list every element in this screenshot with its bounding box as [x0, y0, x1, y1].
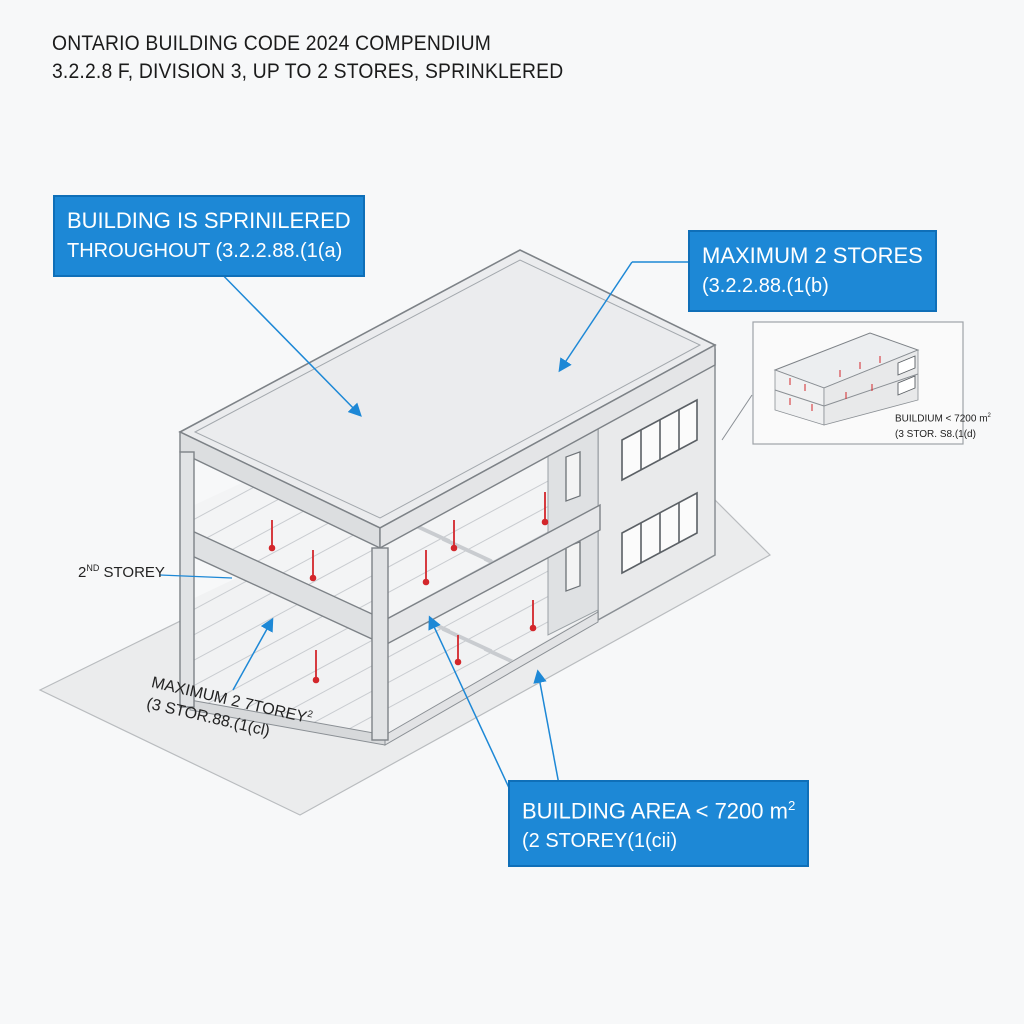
- sprinkler-head: [309, 574, 317, 582]
- columns: [179, 451, 389, 741]
- floor-grid-line: [190, 425, 199, 511]
- second-storey-label: 2ND STOREY: [78, 563, 165, 581]
- callout-building-area-line1: BUILDING AREA < 7200 m2: [522, 790, 795, 826]
- second-storey-sup: ND: [86, 563, 100, 573]
- inset-label-line1: BUILDIUM < 7200 m2: [895, 408, 991, 427]
- second-storey-leader: [159, 574, 233, 579]
- sprinkler-head: [541, 518, 549, 526]
- floor-grid-line: [0, 370, 156, 490]
- floor-grid-line: [190, 429, 600, 640]
- floor-grid-line: [0, 280, 156, 400]
- sprinkler-head: [422, 578, 430, 586]
- sprinkler-heads: [268, 492, 549, 684]
- floor-grid-line: [525, 669, 598, 735]
- callout-building-area: BUILDING AREA < 7200 m2 (2 STOREY(1(cii): [508, 780, 810, 868]
- floor-grid-line: [694, 660, 954, 780]
- page-title: ONTARIO BUILDING CODE 2024 COMPENDIUM: [52, 32, 492, 55]
- callout-building-area-text: BUILDING AREA < 7200 m: [522, 798, 788, 824]
- callout-max-stores: MAXIMUM 2 STORES (3.2.2.88.(1(b): [688, 230, 937, 312]
- inset-label: BUILDIUM < 7200 m2 (3 STOR. S8.(1(d): [895, 408, 991, 443]
- sprinkler-head: [529, 624, 537, 632]
- floor-grid-line: [652, 640, 912, 760]
- callout-sprinklered-line2: THROUGHOUT (3.2.2.88.(1(a): [67, 240, 343, 262]
- callout-building-area-sup: 2: [787, 798, 796, 813]
- inset-label-line1-sup: 2: [987, 413, 991, 419]
- sprinkler-head: [450, 544, 458, 552]
- lower-door: [565, 541, 581, 592]
- callout-sprinklered-line1: BUILDING IS SPRINILERED: [67, 208, 351, 233]
- floor-grid-line: [778, 700, 1024, 820]
- floor-grid-line: [0, 350, 114, 470]
- upper-door: [565, 451, 581, 502]
- callout-max-stores-line1: MAXIMUM 2 STORES: [702, 243, 923, 268]
- floor-grid-line: [190, 335, 199, 421]
- floor-grid-line: [610, 620, 870, 740]
- inset-label-line2: (3 STOR. S8.(1(d): [895, 429, 976, 441]
- second-storey-text: STOREY: [99, 564, 165, 581]
- floor-grid-line: [205, 525, 598, 735]
- floor-grid-line: [0, 260, 114, 380]
- sprinkler-head: [454, 658, 462, 666]
- page-subtitle: 3.2.2.8 F, DIVISION 3, UP TO 2 STORES, S…: [52, 60, 564, 83]
- sprinkler-head: [268, 544, 276, 552]
- second-storey-prefix: 2: [78, 564, 87, 581]
- sprinkler-head: [312, 676, 320, 684]
- callout-building-area-line2: (2 STOREY(1(cii): [522, 830, 678, 853]
- leader-lines: [209, 261, 688, 791]
- inset-label-line1-text: BUILDIUM < 7200 m: [895, 413, 988, 425]
- callout-max-stores-line2: (3.2.2.88.(1(b): [702, 275, 829, 297]
- inset-leader: [721, 394, 753, 441]
- floor-grid-line: [778, 790, 1024, 910]
- side-windows: [621, 398, 698, 575]
- floor-grid-line: [190, 519, 598, 735]
- inset-detail-view: [752, 321, 964, 445]
- callout-sprinklered: BUILDING IS SPRINILERED THROUGHOUT (3.2.…: [53, 195, 365, 277]
